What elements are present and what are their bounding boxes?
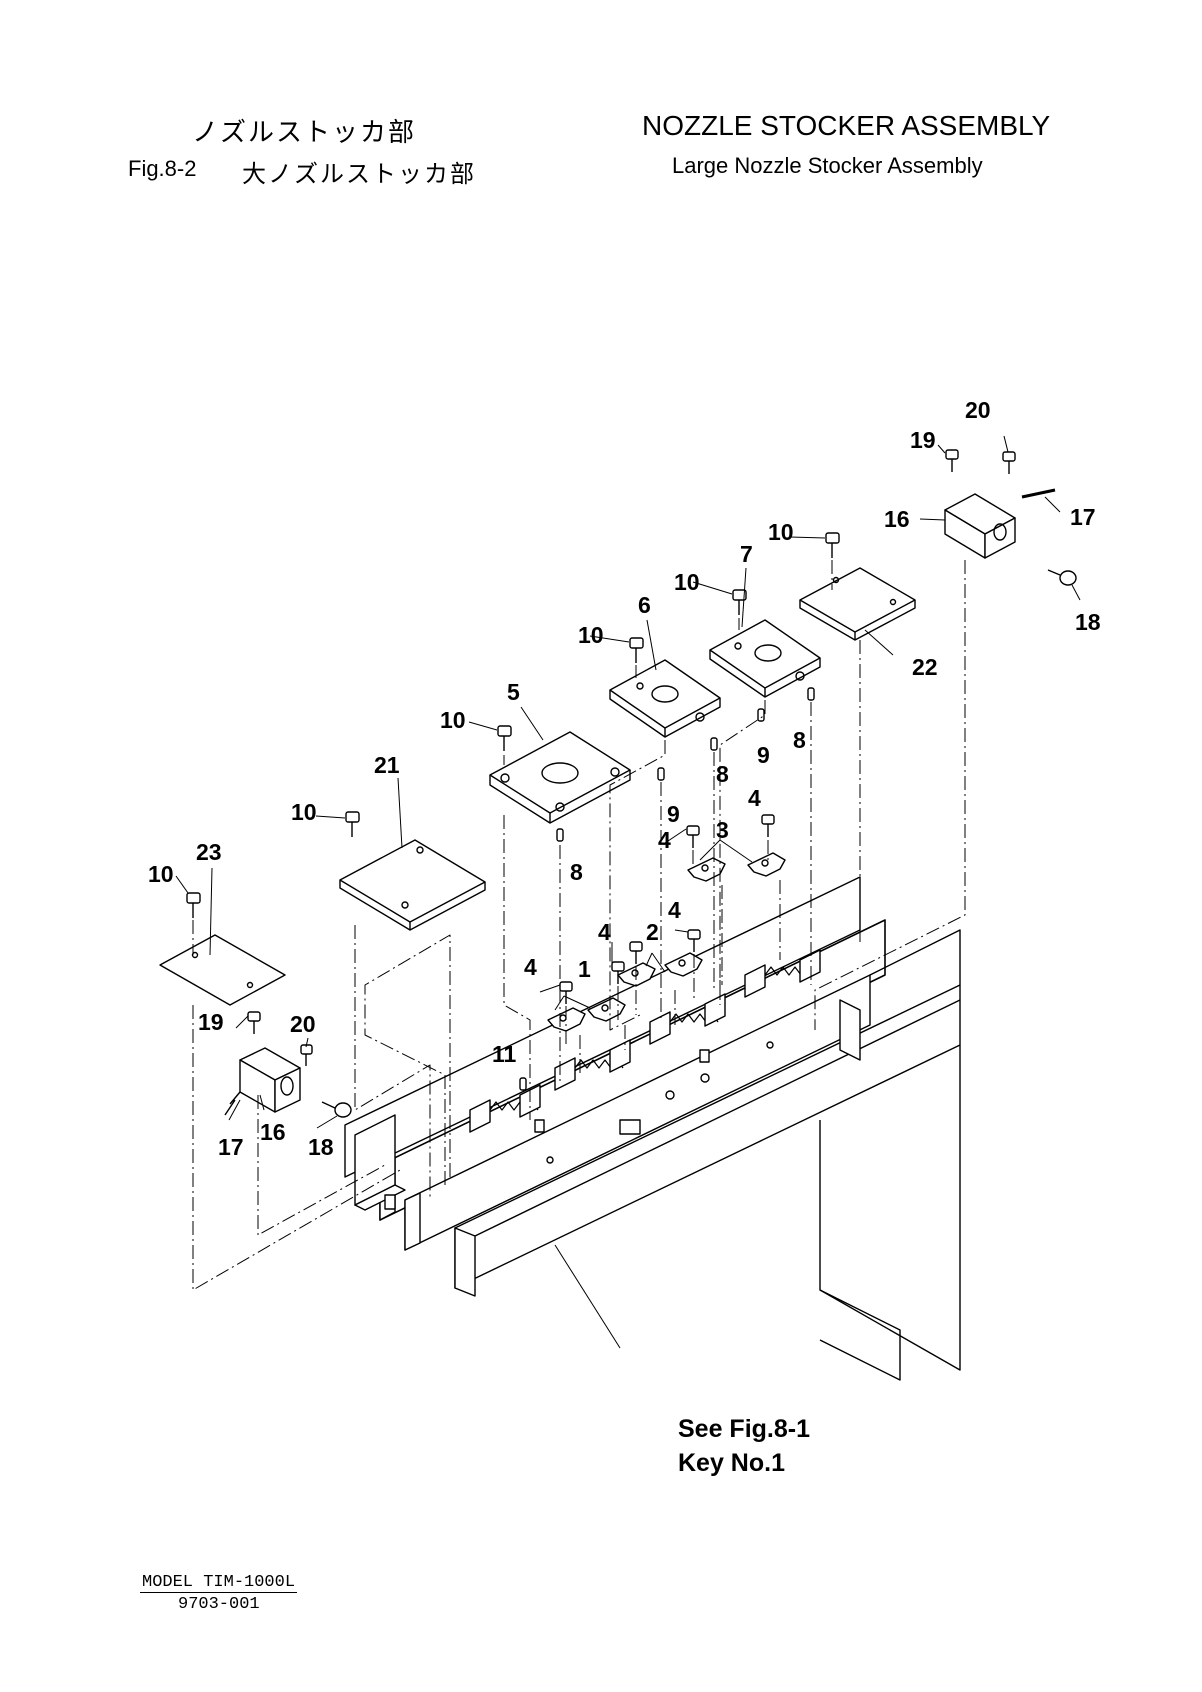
nozzle-plate-6 (610, 660, 720, 737)
label-part-10: 10 (148, 861, 174, 887)
reference-key: Key No.1 (678, 1446, 810, 1480)
leader-lines (176, 436, 1080, 1348)
label-part-4: 4 (748, 785, 761, 811)
label-part-10: 10 (291, 799, 317, 825)
label-part-21: 21 (374, 752, 400, 778)
label-part-20: 20 (965, 397, 991, 423)
label-part-10: 10 (674, 569, 700, 595)
label-part-10: 10 (440, 707, 466, 733)
label-part-4: 4 (658, 827, 671, 853)
cover-plate-22 (800, 568, 915, 640)
label-part-10: 10 (578, 622, 604, 648)
label-part-7: 7 (740, 541, 753, 567)
reference-figure: See Fig.8-1 (678, 1412, 810, 1446)
label-part-4: 4 (524, 954, 537, 980)
label-part-9: 9 (757, 742, 770, 768)
label-part-1: 1 (578, 956, 591, 982)
model-footer: MODEL TIM-1000L 9703-001 (140, 1572, 297, 1616)
label-part-9: 9 (667, 801, 680, 827)
label-part-22: 22 (912, 654, 938, 680)
cover-plate-21 (340, 840, 485, 930)
label-part-17: 17 (1070, 504, 1096, 530)
cover-plate-23 (160, 935, 285, 1005)
label-part-5: 5 (507, 679, 520, 705)
label-part-8: 8 (570, 859, 583, 885)
nozzle-plate-5 (490, 732, 630, 823)
cross-reference-note: See Fig.8-1 Key No.1 (678, 1412, 810, 1480)
document-number: 9703-001 (140, 1594, 297, 1616)
label-part-6: 6 (638, 592, 651, 618)
label-part-11: 11 (492, 1041, 517, 1067)
stocker-base-frame (345, 877, 960, 1380)
label-part-8: 8 (716, 761, 729, 787)
label-part-19: 19 (910, 427, 936, 453)
label-part-16: 16 (260, 1119, 286, 1145)
label-part-18: 18 (1075, 609, 1101, 635)
nozzle-plate-7 (710, 620, 820, 697)
label-part-16: 16 (884, 506, 910, 532)
label-part-10: 10 (768, 519, 794, 545)
label-part-2: 2 (646, 919, 659, 945)
label-part-8: 8 (793, 727, 806, 753)
label-part-4: 4 (598, 919, 611, 945)
sensor-bracket-16-right (945, 490, 1055, 558)
label-part-20: 20 (290, 1011, 316, 1037)
label-part-18: 18 (308, 1134, 334, 1160)
label-part-3: 3 (716, 817, 729, 843)
label-part-4: 4 (668, 897, 681, 923)
label-part-17: 17 (218, 1134, 244, 1160)
model-number: MODEL TIM-1000L (140, 1573, 297, 1593)
label-part-23: 23 (196, 839, 222, 865)
label-part-19: 19 (198, 1009, 224, 1035)
